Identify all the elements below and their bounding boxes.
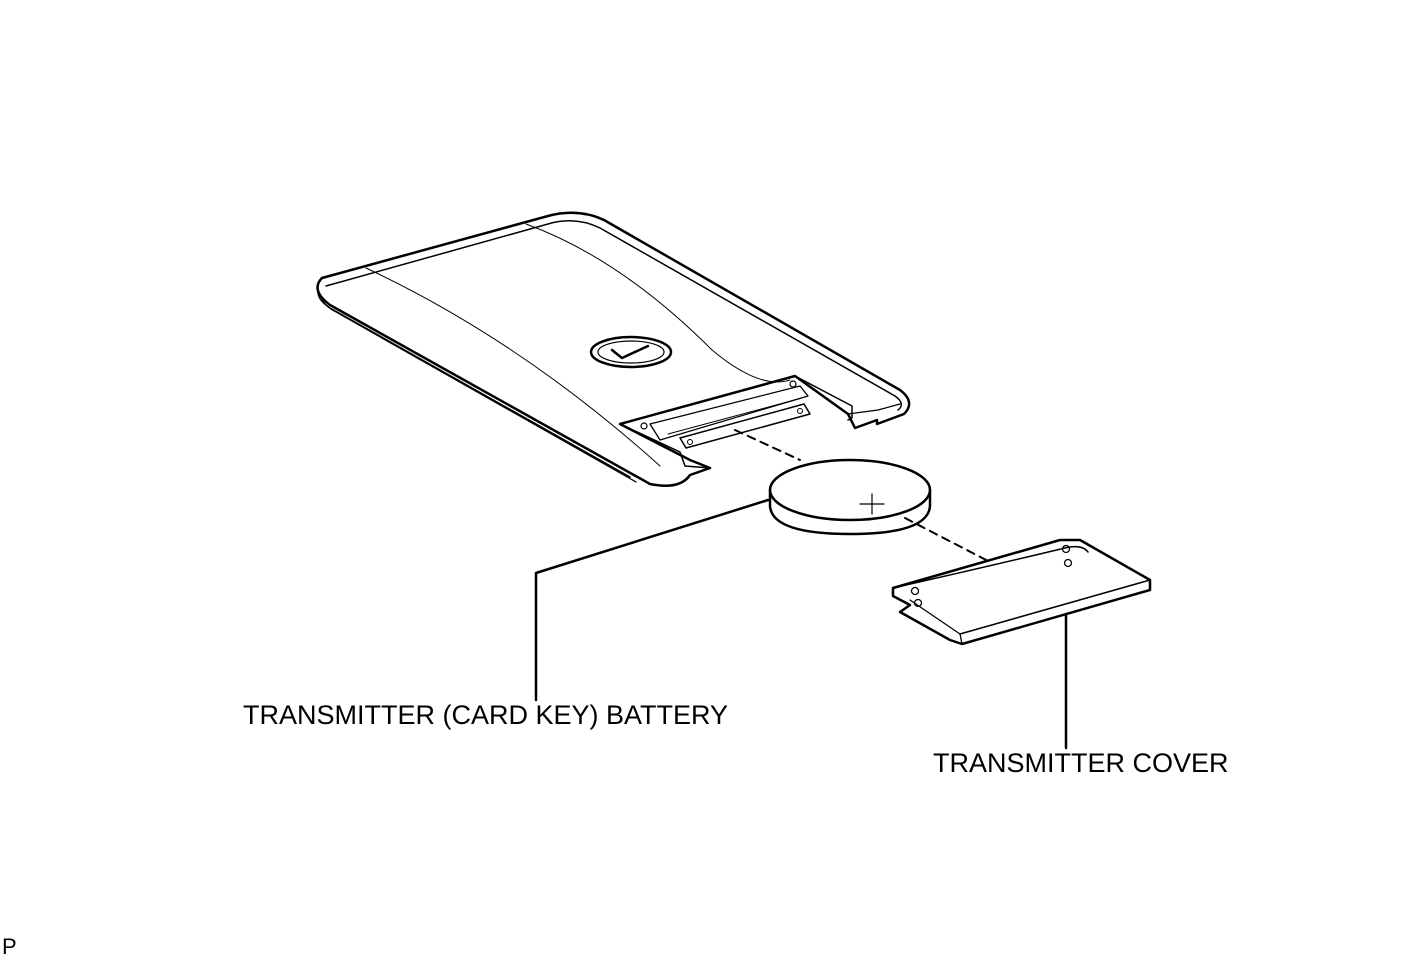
card-key-right-lug xyxy=(847,403,901,415)
card-key-surface-line xyxy=(365,267,661,467)
battery-slot-rail xyxy=(667,397,803,435)
assembly-line-battery-to-cover xyxy=(904,517,991,563)
card-key-side-layer xyxy=(327,303,641,479)
leader-line-battery xyxy=(534,498,770,702)
transmitter-cover-outline xyxy=(891,538,1152,646)
card-key-outline xyxy=(316,211,911,487)
battery-label: TRANSMITTER (CARD KEY) BATTERY xyxy=(243,700,729,730)
corner-code-label: P xyxy=(2,934,17,959)
card-key-surface-line xyxy=(525,223,791,383)
coin-battery xyxy=(768,458,932,536)
battery-slot-rail xyxy=(679,403,811,449)
brand-emblem xyxy=(589,335,673,369)
card-key-left-lug xyxy=(619,423,711,469)
battery-plus-sign xyxy=(859,493,885,515)
card-key-top-edge xyxy=(325,220,903,411)
transmitter-cover xyxy=(891,538,1152,646)
card-key-side-layer xyxy=(321,297,637,483)
battery-slot xyxy=(649,385,809,441)
assembly-line-card-to-battery xyxy=(734,429,801,461)
card-key-right-lug xyxy=(794,375,853,421)
card-key-body xyxy=(316,211,911,487)
transmitter-cover-label: TRANSMITTER COVER xyxy=(933,748,1229,778)
